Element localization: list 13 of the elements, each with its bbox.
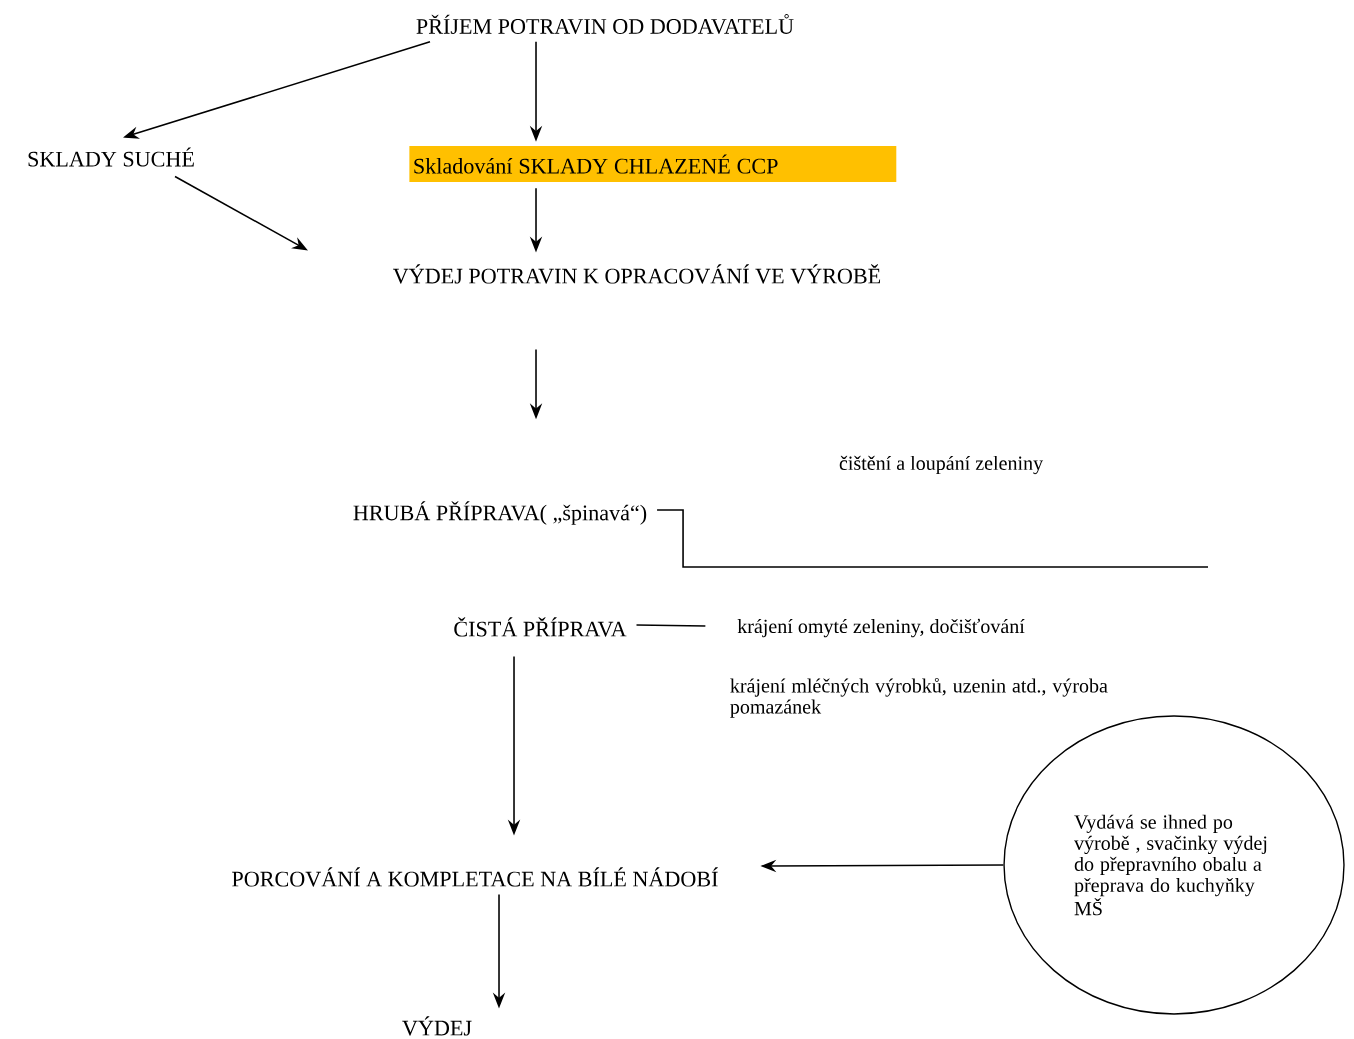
- step-label: ČISTÁ PŘÍPRAVA: [454, 617, 627, 637]
- step-label: krájení omyté zeleniny, dočišťování: [737, 618, 1025, 638]
- step-label: HRUBÁ PŘÍPRAVA( „špinavá“): [353, 501, 647, 525]
- step-label: VÝDEJ: [402, 1016, 472, 1036]
- connector-line: [635, 624, 707, 627]
- step-label: čištění a loupání zeleniny: [839, 455, 1044, 475]
- step-label: PORCOVÁNÍ A KOMPLETACE NA BÍLÉ NÁDOBÍ: [232, 867, 718, 887]
- step-label: PŘÍJEM POTRAVIN OD DODAVATELŮ: [416, 14, 794, 34]
- step-label: VÝDEJ POTRAVIN K OPRACOVÁNÍ VE VÝROBĚ: [393, 264, 881, 284]
- step-label: SKLADY SUCHÉ: [28, 147, 194, 167]
- process-box: Skladování SKLADY CHLAZENÉ CCP: [409, 146, 897, 182]
- connector-line: [656, 509, 1209, 568]
- step-label: krájení mléčných výrobků, uzenin atd., výroba pomazánek: [730, 677, 1108, 718]
